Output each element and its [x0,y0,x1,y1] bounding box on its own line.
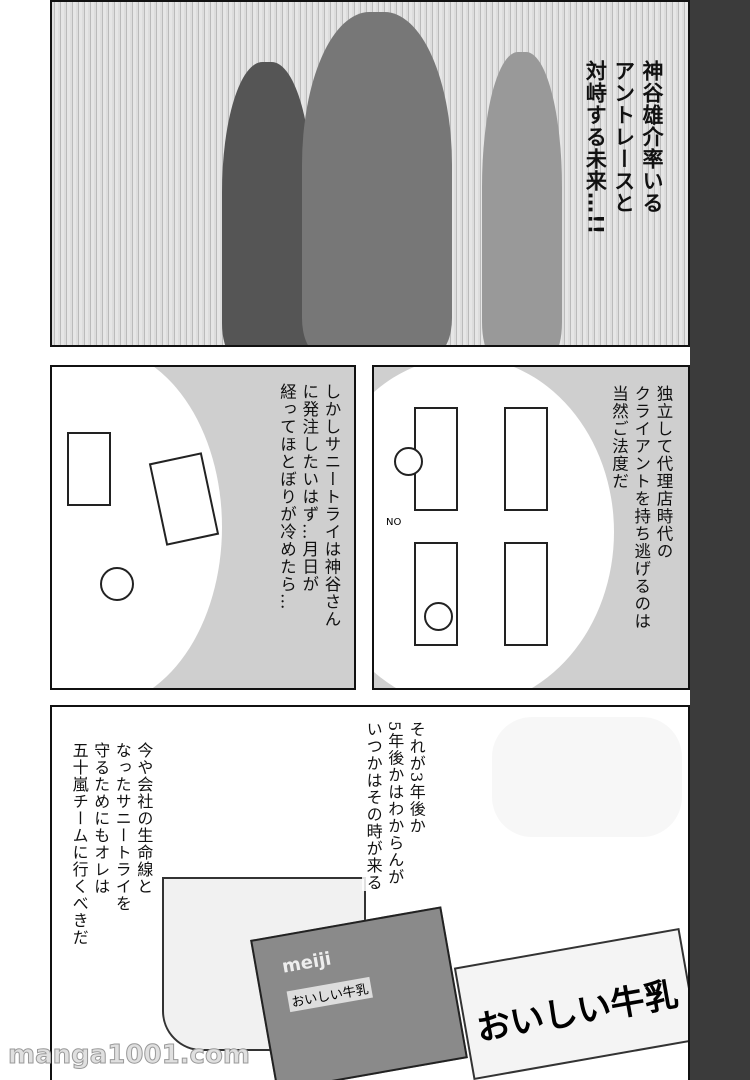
caption-panel3-left: 今や会社の生命線となったサニートライを守るためにもオレは五十嵐チームに行くべきだ [69,742,154,946]
carton-side: おいしい牛乳 [453,927,688,1080]
carton-side-text: おいしい牛乳 [473,974,682,1050]
white-bubble [374,367,614,688]
man-right [482,52,562,345]
man-ponytail [222,62,312,345]
stick-figure [424,602,453,631]
panel-three-men: 神谷雄介率いるアントレースと対峙する未来…!! [50,0,690,347]
sfx-no: NO [386,517,402,528]
door-character [504,407,548,511]
panel-client-illustration: NO 独立して代理店時代のクライアントを持ち逃げるのは当然ご法度だ [372,365,690,690]
man-beanie [302,12,452,345]
carton-brand: meiji [280,948,333,978]
caption-panel2-right: 独立して代理店時代のクライアントを持ち逃げるのは当然ご法度だ [609,385,673,630]
page-edge-strip [690,0,750,1080]
panel-sunnytry-illustration: しかしサニートライは神谷さんに発注したいはず…月日が経ってほとぼりが冷めたら… [50,365,356,690]
caption-panel1: 神谷雄介率いるアントレースと対峙する未来…!! [583,60,664,236]
stick-figure [394,447,423,476]
caption-panel2-left: しかしサニートライは神谷さんに発注したいはず…月日が経ってほとぼりが冷めたら… [277,383,341,628]
door-character [67,432,111,506]
watermark: manga1001.com [8,1040,251,1071]
hand [492,717,682,837]
carton-label: おいしい牛乳 [286,976,373,1013]
stick-figure [100,567,134,601]
door-character [504,542,548,646]
